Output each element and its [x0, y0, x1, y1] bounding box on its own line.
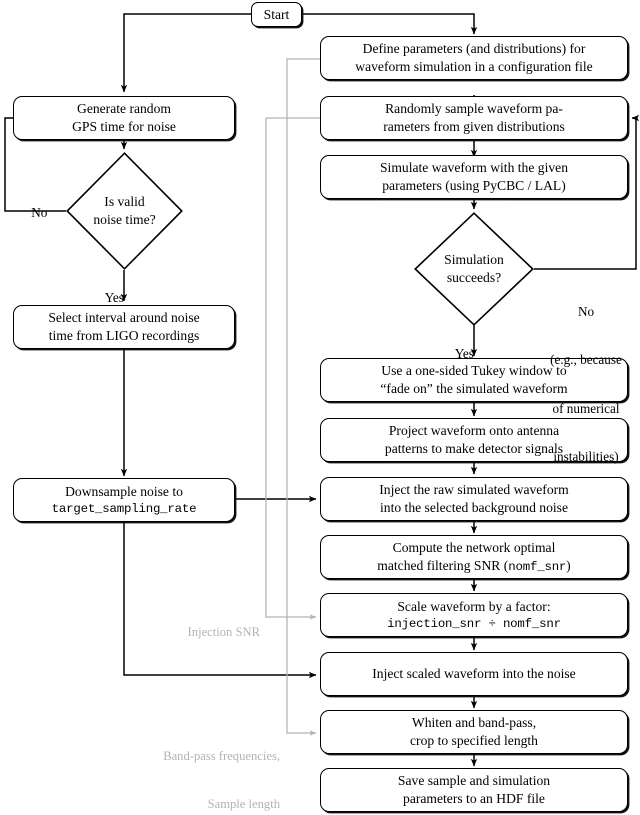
- node-simulate-waveform-line2: parameters (using PyCBC / LAL): [382, 178, 566, 193]
- node-compute-snr-line1: Compute the network optimal: [392, 540, 556, 556]
- node-downsample-line2: target_sampling_rate: [51, 501, 197, 516]
- node-define-parameters-line1: Define parameters (and distributions) fo…: [362, 41, 586, 57]
- node-generate-gps-time[interactable]: Generate random GPS time for noise: [13, 96, 235, 140]
- node-inject-raw-waveform[interactable]: Inject the raw simulated waveform into t…: [320, 477, 628, 521]
- node-simulation-succeeds-line2: succeeds?: [446, 270, 502, 285]
- node-inject-raw-line1: Inject the raw simulated waveform: [379, 482, 569, 498]
- node-save-sample[interactable]: Save sample and simulation parameters to…: [320, 768, 628, 812]
- node-tukey-window-line1: Use a one-sided Tukey window to: [381, 363, 567, 379]
- edge-label-no-simulation-line3: of numerical: [552, 400, 620, 416]
- node-select-interval-line1: Select interval around noise: [48, 310, 200, 326]
- annotation-bandpass-line1: Band-pass frequencies,: [163, 749, 280, 764]
- node-start-label: Start: [263, 6, 290, 22]
- node-compute-snr-line2a: matched filtering SNR (: [377, 557, 509, 573]
- node-compute-snr-line2c: ): [566, 557, 571, 573]
- node-generate-gps-line1: Generate random: [77, 101, 171, 117]
- node-tukey-window-line2: “fade on” the simulated waveform: [380, 381, 568, 396]
- node-downsample-line1: Downsample noise to: [65, 484, 183, 500]
- node-is-valid-text: Is valid noise time?: [66, 152, 183, 270]
- node-whiten-bandpass[interactable]: Whiten and band-pass, crop to specified …: [320, 710, 628, 754]
- node-simulation-succeeds-text: Simulation succeeds?: [414, 212, 534, 326]
- node-inject-raw-line2: into the selected background noise: [380, 500, 568, 515]
- diamond-shape: [66, 152, 183, 270]
- annotation-injection-snr: Injection SNR: [138, 609, 260, 656]
- annotation-bandpass-line2: Sample length: [207, 796, 280, 811]
- annotation-injection-snr-text: Injection SNR: [187, 624, 260, 639]
- node-downsample-noise[interactable]: Downsample noise to target_sampling_rate: [13, 478, 235, 522]
- node-sample-parameters-line2: rameters from given distributions: [383, 119, 565, 134]
- node-scale-waveform-line2: injection_snr ÷ nomf_snr: [387, 616, 561, 631]
- node-simulate-waveform[interactable]: Simulate waveform with the given paramet…: [320, 155, 628, 199]
- node-inject-scaled-waveform[interactable]: Inject scaled waveform into the noise: [320, 652, 628, 696]
- node-simulation-succeeds-line1: Simulation: [444, 252, 504, 268]
- edge-label-no-simulation: No (e.g., because of numerical instabili…: [538, 272, 634, 497]
- edge-label-no-simulation-line1: No: [577, 304, 595, 320]
- node-project-waveform[interactable]: Project waveform onto antenna patterns t…: [320, 418, 628, 462]
- node-scale-waveform-line1: Scale waveform by a factor:: [397, 599, 551, 615]
- node-is-valid-line1: Is valid: [104, 194, 145, 210]
- node-is-valid-line2: noise time?: [93, 212, 156, 227]
- edge-label-no-simulation-line4: instabilities): [553, 449, 619, 465]
- node-is-valid-noise-time[interactable]: Is valid noise time?: [66, 152, 183, 270]
- node-inject-scaled-line1: Inject scaled waveform into the noise: [372, 666, 576, 682]
- edge-label-yes-noise: Yes: [92, 274, 124, 322]
- node-define-parameters-line2: waveform simulation in a configuration f…: [355, 59, 593, 74]
- node-save-sample-line1: Save sample and simulation: [397, 773, 551, 789]
- node-compute-snr-line2: matched filtering SNR (nomf_snr): [377, 557, 570, 575]
- node-scale-waveform[interactable]: Scale waveform by a factor: injection_sn…: [320, 593, 628, 637]
- node-whiten-line1: Whiten and band-pass,: [411, 715, 537, 731]
- node-project-waveform-line2: patterns to make detector signals: [384, 441, 564, 456]
- node-save-sample-line2: parameters to an HDF file: [403, 791, 545, 806]
- node-simulation-succeeds[interactable]: Simulation succeeds?: [414, 212, 534, 326]
- edge-label-yes-noise-text: Yes: [104, 290, 124, 306]
- node-define-parameters[interactable]: Define parameters (and distributions) fo…: [320, 36, 628, 80]
- edge-label-no-noise: No: [18, 189, 47, 237]
- edge-label-no-noise-text: No: [31, 205, 48, 221]
- node-sample-parameters[interactable]: Randomly sample waveform pa- rameters fr…: [320, 96, 628, 140]
- node-start[interactable]: Start: [251, 2, 302, 27]
- edge-label-yes-simulation-text: Yes: [454, 346, 474, 362]
- edge-label-no-simulation-line2: (e.g., because: [550, 352, 622, 368]
- node-whiten-line2: crop to specified length: [410, 733, 538, 748]
- node-select-interval-line2: time from LIGO recordings: [48, 328, 200, 343]
- node-generate-gps-line2: GPS time for noise: [72, 119, 176, 134]
- node-tukey-window[interactable]: Use a one-sided Tukey window to “fade on…: [320, 358, 628, 402]
- node-project-waveform-line1: Project waveform onto antenna: [388, 423, 560, 439]
- annotation-bandpass: Band-pass frequencies, Sample length: [118, 718, 280, 815]
- diamond-shape: [414, 212, 534, 326]
- node-sample-parameters-line1: Randomly sample waveform pa-: [385, 101, 563, 117]
- node-compute-snr-code: nomf_snr: [508, 559, 567, 574]
- node-compute-snr[interactable]: Compute the network optimal matched filt…: [320, 535, 628, 579]
- node-simulate-waveform-line1: Simulate waveform with the given: [379, 160, 568, 176]
- edge-label-yes-simulation: Yes: [442, 330, 474, 378]
- node-select-interval[interactable]: Select interval around noise time from L…: [13, 305, 235, 349]
